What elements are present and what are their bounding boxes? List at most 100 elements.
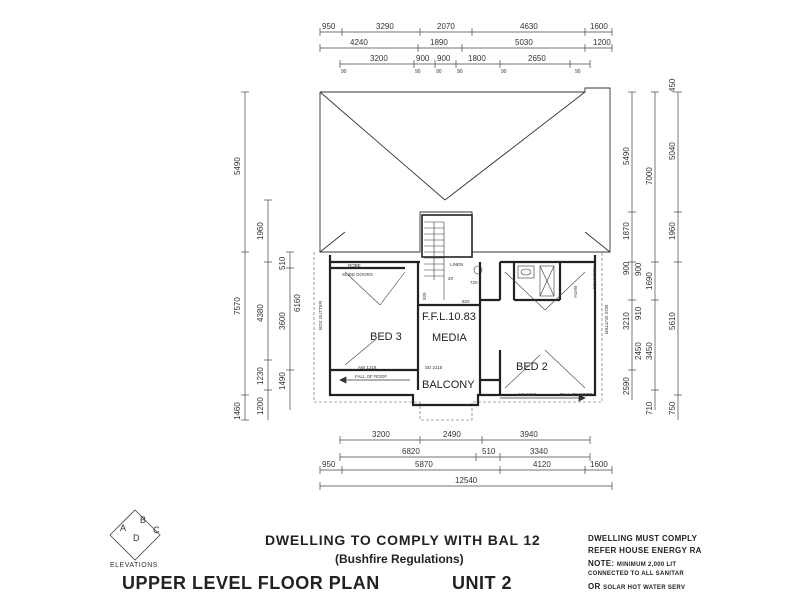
dim-text: 5870 xyxy=(415,460,433,469)
note-line: CONNECTED TO ALL SANITAR xyxy=(588,571,684,577)
logo-caption: ELEVATIONS xyxy=(110,562,158,569)
dim-text: 1230 xyxy=(256,367,265,385)
bottom-dimension-text: 3200 2490 3940 6820 510 3340 950 5870 41… xyxy=(322,430,608,485)
slide-doors-label: SLIDE DOORS xyxy=(342,272,373,277)
dim-text: 1890 xyxy=(430,38,448,47)
dim-text: 510 xyxy=(482,447,496,456)
dim-text: 1200 xyxy=(256,397,265,415)
logo-letter-b: B xyxy=(140,515,147,525)
dim-text: 12540 xyxy=(455,476,478,485)
door-size: 920 xyxy=(422,292,427,300)
dim-text: 1870 xyxy=(622,222,631,240)
dim-text: 450 xyxy=(668,78,677,92)
room-label-balcony: BALCONY xyxy=(422,379,475,391)
dim-text: 910 xyxy=(634,306,643,320)
room-label-bed2: BED 2 xyxy=(516,361,548,373)
bottom-dimension-lines xyxy=(319,436,613,490)
dim-text: 1690 xyxy=(645,272,654,290)
plan-labels: F.F.L.10.83 BED 3 MEDIA BED 2 BALCONY LI… xyxy=(318,262,609,397)
dim-text: 1200 xyxy=(593,38,611,47)
dim-text: 6160 xyxy=(293,294,302,312)
dim-text: 1960 xyxy=(256,222,265,240)
dim-text: 1600 xyxy=(590,460,608,469)
note-line: DWELLING MUST COMPLY xyxy=(588,534,698,543)
floor-plan-drawing: 950 3290 2070 4630 1600 4240 1890 5030 1… xyxy=(233,22,682,490)
room-label-media: MEDIA xyxy=(432,332,468,344)
logo-diamond-icon xyxy=(109,509,161,561)
door-size: 720 xyxy=(470,280,478,285)
dim-text: 5610 xyxy=(668,312,677,330)
ceiling-hip-lines xyxy=(344,271,586,389)
staircase xyxy=(424,221,445,300)
dim-text: 1960 xyxy=(668,222,677,240)
top-dimension-lines xyxy=(319,28,613,68)
dim-text: 5490 xyxy=(233,157,242,175)
left-dimension-text: 5490 7570 1460 1960 4380 1230 1200 510 6… xyxy=(233,157,302,420)
dim-wall: 90 xyxy=(436,69,442,75)
room-label-linen: LINEN xyxy=(450,262,463,267)
box-gutter-right: BOX GUTTER xyxy=(604,305,609,335)
dim-text: 950 xyxy=(322,460,336,469)
room-label-bed3: BED 3 xyxy=(370,331,402,343)
dim-text: 900 xyxy=(622,261,631,275)
dim-wall: 90 xyxy=(341,69,347,75)
dim-text: 750 xyxy=(668,401,677,415)
dim-text: 2490 xyxy=(443,430,461,439)
roof-outline xyxy=(319,87,611,253)
dim-text: 3600 xyxy=(278,312,287,330)
dim-text: 2650 xyxy=(528,54,546,63)
note-line: REFER HOUSE ENERGY RA xyxy=(588,546,702,555)
note-text: SOLAR HOT WATER SERV xyxy=(603,585,686,591)
ffl-label: F.F.L.10.83 xyxy=(422,311,476,323)
fall-of-roof-label: FALL OF ROOF xyxy=(355,374,387,379)
window-label: AW 1218 xyxy=(358,365,377,370)
dim-text: 510 xyxy=(278,256,287,270)
note-line: NOTE: MINIMUM 2,000 LIT xyxy=(588,559,676,568)
bal-requirement: DWELLING TO COMPLY WITH BAL 12 xyxy=(265,532,541,548)
top-dimension-text: 950 3290 2070 4630 1600 4240 1890 5030 1… xyxy=(322,22,611,75)
dim-text: 1600 xyxy=(590,22,608,31)
dim-text: 3940 xyxy=(520,430,538,439)
fall-of-roof-arrows xyxy=(339,376,586,402)
note-label: NOTE: xyxy=(588,559,615,568)
bushfire-subtitle: (Bushfire Regulations) xyxy=(335,552,464,566)
box-gutter-left: BOX GUTTER xyxy=(318,300,323,330)
fall-of-roof-label: FALL OF ROOF xyxy=(560,392,592,397)
dim-text: 1460 xyxy=(233,402,242,420)
logo-letter-d: D xyxy=(133,533,140,543)
note-line: OR SOLAR HOT WATER SERV xyxy=(588,582,685,591)
dim-text: 4120 xyxy=(533,460,551,469)
left-dimension-lines xyxy=(241,91,294,421)
dim-text: 2450 xyxy=(634,342,643,360)
window-label: AW 1518 xyxy=(518,392,537,397)
dim-text: 710 xyxy=(645,401,654,415)
dim-text: 2590 xyxy=(622,377,631,395)
dim-text: 3340 xyxy=(530,447,548,456)
asbestos-label: ASBESTOS xyxy=(592,265,597,289)
bathroom-fixtures xyxy=(473,265,555,297)
dim-text: 1800 xyxy=(468,54,486,63)
robe-label: ROBE xyxy=(348,263,361,268)
dim-text: 4380 xyxy=(256,304,265,322)
right-dimension-text: 5490 1870 900 3210 2590 900 910 2450 700… xyxy=(622,78,677,415)
plan-title: UPPER LEVEL FLOOR PLAN xyxy=(122,573,380,593)
abcd-logo: B A C D xyxy=(100,505,190,575)
dim-text: 5490 xyxy=(622,147,631,165)
floor-walls xyxy=(328,214,597,407)
dim-text: 1490 xyxy=(278,372,287,390)
dim-text: 4240 xyxy=(350,38,368,47)
dim-text: 7000 xyxy=(645,167,654,185)
dim-text: 3210 xyxy=(622,312,631,330)
dim-wall: 90 xyxy=(457,69,463,75)
roof-overhang xyxy=(313,252,603,421)
dim-text: 900 xyxy=(437,54,451,63)
dim-text: 5030 xyxy=(515,38,533,47)
dim-text: 6820 xyxy=(402,447,420,456)
door-size: 20 xyxy=(448,276,454,281)
dim-text: 950 xyxy=(322,22,336,31)
logo-letter-a: A xyxy=(120,523,127,533)
dim-wall: 90 xyxy=(575,69,581,75)
dim-text: 4630 xyxy=(520,22,538,31)
dim-wall: 90 xyxy=(501,69,507,75)
dim-text: 900 xyxy=(634,262,643,276)
